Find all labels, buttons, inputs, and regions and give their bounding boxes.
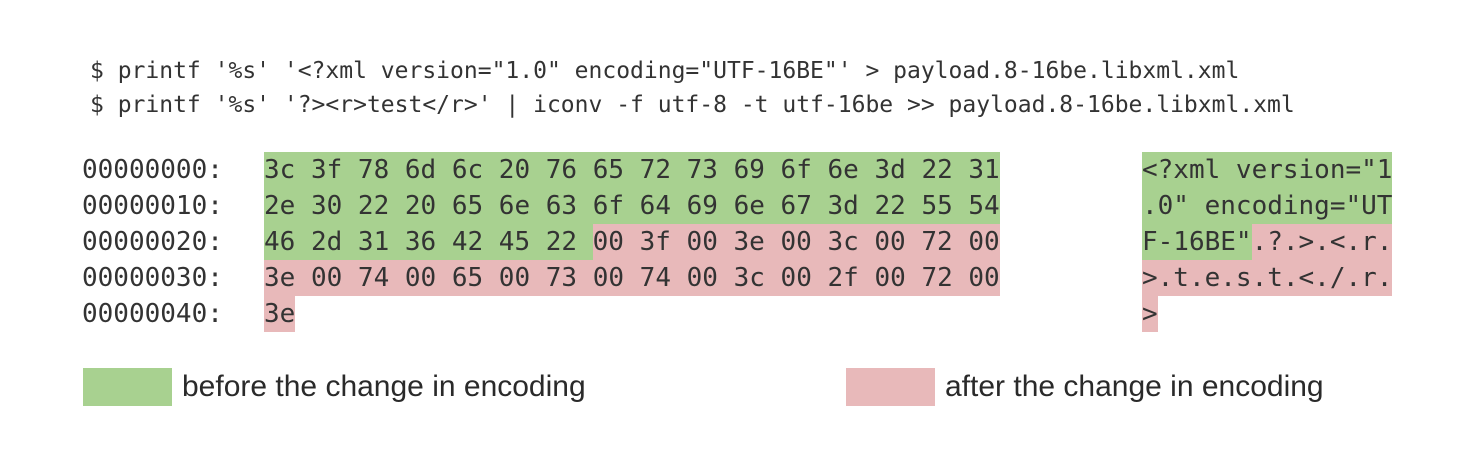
command-line-2: $ printf '%s' '?><r>test</r>' | iconv -f… <box>90 92 1295 118</box>
hex-bytes-before-segment: 46 2d 31 36 42 45 22 <box>264 224 593 260</box>
hexdump-offset: 00000030: <box>82 263 223 293</box>
hexdump-ascii: > <box>1142 296 1158 332</box>
hexdump-bytes: 2e 30 22 20 65 6e 63 6f 64 69 6e 67 3d 2… <box>264 188 1000 224</box>
hex-bytes-before-segment: 2e 30 22 20 65 6e 63 6f 64 69 6e 67 3d 2… <box>264 188 1000 224</box>
ascii-after-segment: >.t.e.s.t.<./.r. <box>1142 260 1393 296</box>
hexdump-bytes: 3c 3f 78 6d 6c 20 76 65 72 73 69 6f 6e 3… <box>264 152 1000 188</box>
hexdump-ascii: >.t.e.s.t.<./.r. <box>1142 260 1393 296</box>
hexdump-bytes: 3e <box>264 296 296 332</box>
hexdump-ascii: .0" encoding="UT <box>1142 188 1393 224</box>
command-line-1: $ printf '%s' '<?xml version="1.0" encod… <box>90 58 1240 84</box>
legend-before-label: before the change in encoding <box>182 370 586 403</box>
ascii-before-segment: F-16BE" <box>1142 224 1252 260</box>
legend-before-swatch <box>83 368 172 406</box>
hexdump-offset: 00000000: <box>82 155 223 185</box>
hexdump-bytes: 3e 00 74 00 65 00 73 00 74 00 3c 00 2f 0… <box>264 260 1000 296</box>
ascii-before-segment: .0" encoding="UT <box>1142 188 1393 224</box>
hex-bytes-after-segment: 3e <box>264 296 296 332</box>
ascii-after-segment: > <box>1142 296 1158 332</box>
hexdump-offset: 00000040: <box>82 299 223 329</box>
legend-after-swatch <box>846 368 935 406</box>
ascii-after-segment: .?.>.<.r. <box>1251 224 1393 260</box>
legend-after-label: after the change in encoding <box>945 370 1324 403</box>
hex-bytes-before-segment: 3c 3f 78 6d 6c 20 76 65 72 73 69 6f 6e 3… <box>264 152 1000 188</box>
hexdump-offset: 00000010: <box>82 191 223 221</box>
hexdump-ascii: F-16BE".?.>.<.r. <box>1142 224 1393 260</box>
hexdump-offset: 00000020: <box>82 227 223 257</box>
hex-bytes-after-segment: 3e 00 74 00 65 00 73 00 74 00 3c 00 2f 0… <box>264 260 1000 296</box>
hexdump-ascii: <?xml version="1 <box>1142 152 1393 188</box>
hexdump-bytes: 46 2d 31 36 42 45 22 00 3f 00 3e 00 3c 0… <box>264 224 1000 260</box>
ascii-before-segment: <?xml version="1 <box>1142 152 1393 188</box>
hex-bytes-after-segment: 00 3f 00 3e 00 3c 00 72 00 <box>592 224 1000 260</box>
